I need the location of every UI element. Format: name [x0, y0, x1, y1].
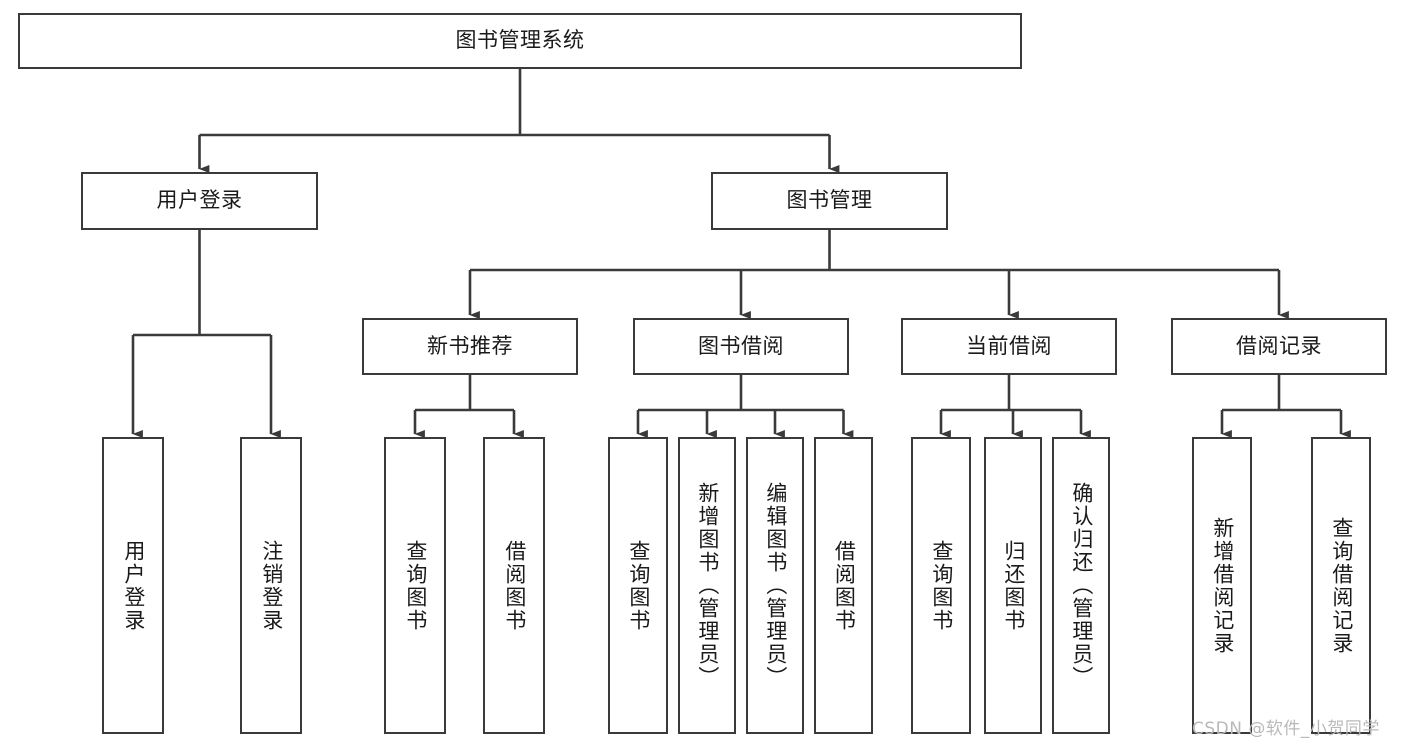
node-root-root[interactable]: 图书管理系统 [18, 13, 1022, 69]
node-level1-1[interactable]: 图书管理 [711, 172, 948, 230]
node-level1-label: 图书管理 [786, 188, 873, 213]
node-leaf-0[interactable]: 用户登录 [102, 437, 164, 734]
node-leaf-label: 查询图书 [403, 539, 428, 632]
node-leaf-4[interactable]: 查询图书 [608, 437, 668, 734]
node-leaf-label: 查询图书 [626, 539, 651, 632]
node-leaf-5[interactable]: 新增图书（管理员） [678, 437, 736, 734]
node-leaf-10[interactable]: 确认归还（管理员） [1052, 437, 1110, 734]
node-root-label: 图书管理系统 [455, 28, 585, 53]
node-level2-label: 新书推荐 [427, 333, 513, 358]
node-leaf-label: 借阅图书 [832, 539, 857, 632]
node-level1-label: 用户登录 [156, 188, 243, 213]
node-leaf-2[interactable]: 查询图书 [384, 437, 446, 734]
node-leaf-label: 确认归还（管理员） [1069, 482, 1094, 689]
csdn-watermark: CSDN @软件_小贺同学 [1192, 719, 1380, 739]
node-leaf-label: 新增借阅记录 [1210, 516, 1235, 655]
node-leaf-9[interactable]: 归还图书 [984, 437, 1042, 734]
node-leaf-label: 借阅图书 [502, 539, 527, 632]
node-leaf-3[interactable]: 借阅图书 [483, 437, 545, 734]
node-leaf-label: 查询借阅记录 [1329, 516, 1354, 655]
node-leaf-12[interactable]: 查询借阅记录 [1311, 437, 1371, 734]
node-level2-1[interactable]: 图书借阅 [633, 318, 849, 375]
node-leaf-label: 新增图书（管理员） [695, 482, 720, 689]
node-level2-3[interactable]: 借阅记录 [1171, 318, 1387, 375]
node-leaf-8[interactable]: 查询图书 [911, 437, 971, 734]
node-level2-label: 当前借阅 [966, 333, 1052, 358]
node-leaf-1[interactable]: 注销登录 [240, 437, 302, 734]
node-leaf-label: 归还图书 [1001, 539, 1026, 632]
node-leaf-7[interactable]: 借阅图书 [814, 437, 873, 734]
node-level2-label: 图书借阅 [698, 333, 784, 358]
node-leaf-label: 查询图书 [929, 539, 954, 632]
node-leaf-6[interactable]: 编辑图书（管理员） [746, 437, 804, 734]
node-leaf-label: 编辑图书（管理员） [763, 482, 788, 689]
node-leaf-label: 用户登录 [121, 539, 146, 632]
node-level2-0[interactable]: 新书推荐 [362, 318, 578, 375]
node-level2-2[interactable]: 当前借阅 [901, 318, 1117, 375]
node-leaf-label: 注销登录 [259, 539, 284, 632]
node-level2-label: 借阅记录 [1236, 333, 1322, 358]
node-level1-0[interactable]: 用户登录 [81, 172, 318, 230]
node-leaf-11[interactable]: 新增借阅记录 [1192, 437, 1252, 734]
